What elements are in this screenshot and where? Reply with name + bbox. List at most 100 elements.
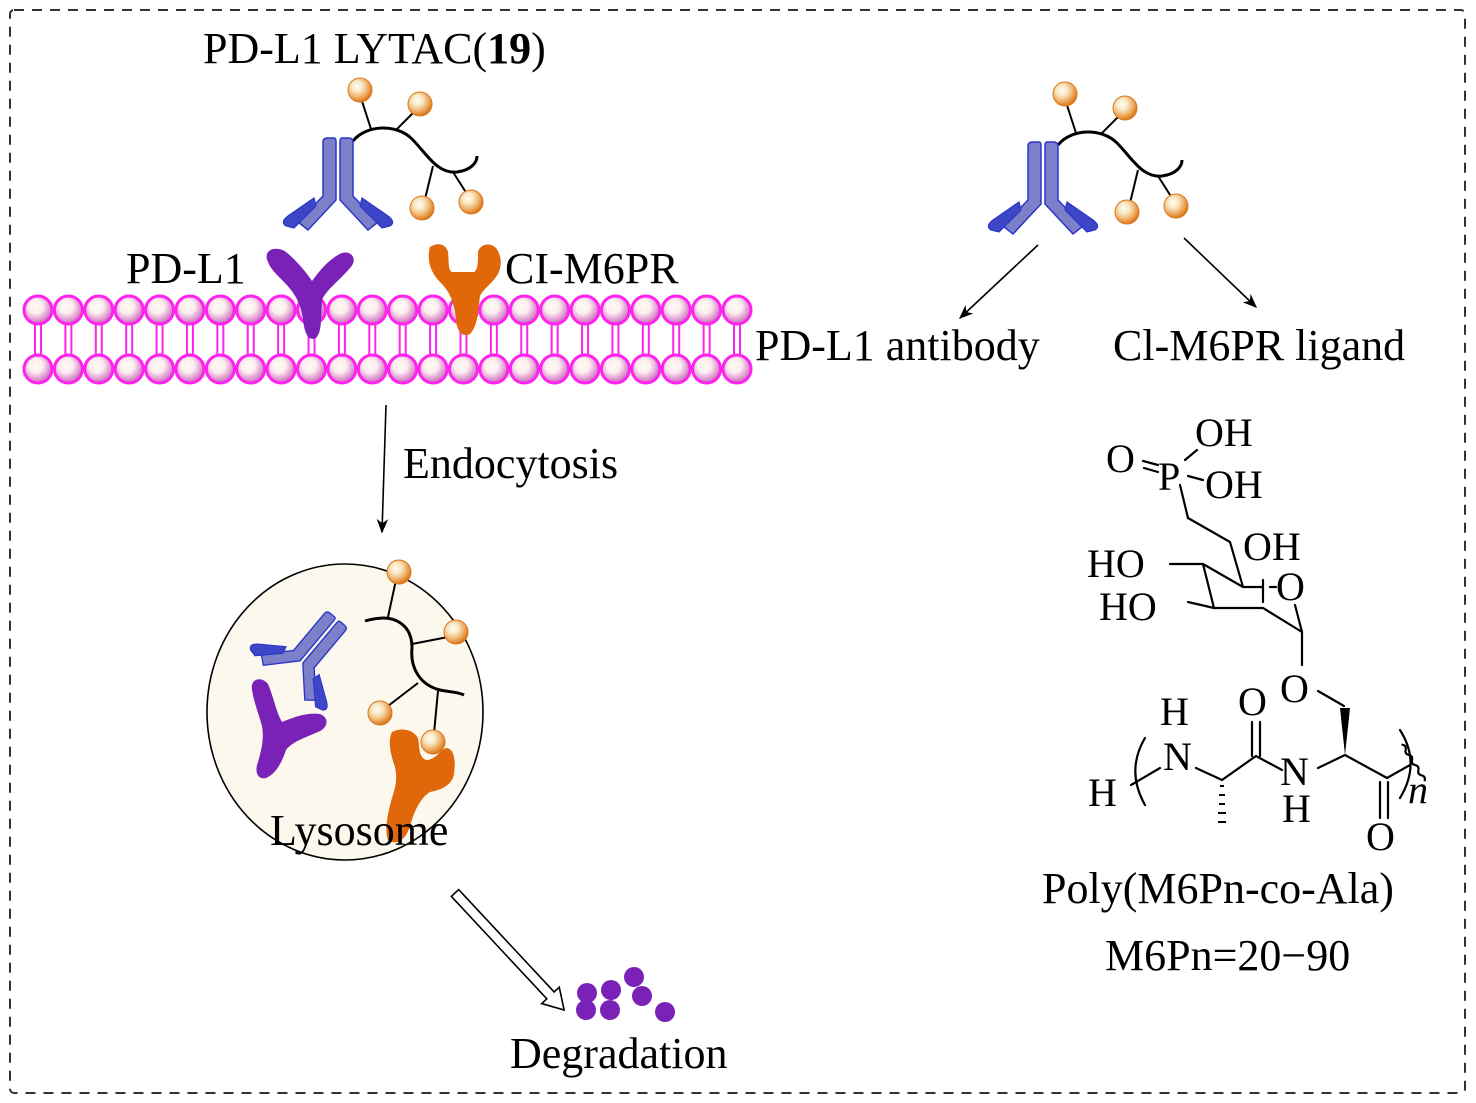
antibody xyxy=(987,141,1099,236)
lipid-head-outer xyxy=(265,294,297,326)
cim6pr-label: CI-M6PR xyxy=(505,244,679,293)
lipid-head-inner xyxy=(417,353,449,385)
lipid-head-outer xyxy=(478,294,510,326)
m6p-ligand-sphere xyxy=(407,91,433,117)
lipid-head-inner xyxy=(356,353,388,385)
antibody-heavy-chain xyxy=(260,611,336,667)
lipid-head-outer xyxy=(630,294,662,326)
antibody-light-chain xyxy=(359,197,394,229)
lipid-head-outer xyxy=(356,294,388,326)
cell-membrane xyxy=(22,294,753,385)
lipid-head-inner xyxy=(599,353,631,385)
lipid-head-inner xyxy=(508,353,540,385)
lipid-head-inner xyxy=(539,353,571,385)
lipid-head-inner xyxy=(296,353,328,385)
lipid-head-inner xyxy=(204,353,236,385)
m6p-ligand-sphere xyxy=(386,559,412,585)
lipid-head-inner xyxy=(22,353,54,385)
lipid-head-outer xyxy=(508,294,540,326)
atom-n1: N xyxy=(1163,734,1192,779)
lipid-head-outer xyxy=(22,294,54,326)
antibody-heavy-chain xyxy=(1044,141,1085,236)
ligand-legend-label: Cl-M6PR ligand xyxy=(1113,321,1405,370)
antibody-legend-label: PD-L1 antibody xyxy=(755,321,1040,370)
degradation-arrow xyxy=(450,888,566,1012)
m6p-ligand-sphere xyxy=(347,77,373,103)
atom-o-double: O xyxy=(1106,436,1135,481)
lipid-head-outer xyxy=(569,294,601,326)
atom-p: P xyxy=(1158,454,1180,499)
lipid-head-outer xyxy=(691,294,723,326)
m6p-ligand-sphere xyxy=(367,700,393,726)
antibody xyxy=(249,611,347,711)
cim6pr-receptor xyxy=(428,244,501,336)
lipid-head-outer xyxy=(52,294,84,326)
branch xyxy=(411,636,449,645)
lipid-head-inner xyxy=(174,353,206,385)
lipid-head-outer xyxy=(144,294,176,326)
antibody-heavy-chain xyxy=(339,137,380,232)
atom-o-glyco: O xyxy=(1280,666,1309,711)
atom-n2: N xyxy=(1280,749,1309,794)
branch xyxy=(1129,169,1139,204)
m6p-ligand-sphere xyxy=(1163,193,1189,219)
legend-lytac-conjugate xyxy=(987,81,1189,236)
atom-oh-1: OH xyxy=(1195,410,1253,455)
degradation-fragment xyxy=(601,980,621,1000)
m6p-ligand-sphere xyxy=(443,619,469,645)
lipid-head-inner xyxy=(387,353,419,385)
lytac-conjugate xyxy=(282,77,484,232)
branch xyxy=(387,682,419,707)
lipid-head-inner xyxy=(630,353,662,385)
lytac-title: PD-L1 LYTAC(19) xyxy=(203,24,546,73)
degradation-fragment xyxy=(624,967,644,987)
degradation-fragment xyxy=(600,1000,620,1020)
antibody-light-chain xyxy=(312,673,328,711)
lytac-molecule xyxy=(987,81,1189,236)
branch xyxy=(1157,175,1173,199)
branch xyxy=(452,171,468,195)
atom-h-terminal: H xyxy=(1088,770,1117,815)
pdl1-degraded xyxy=(251,679,327,779)
wavy-bond xyxy=(1401,743,1426,782)
m6p-ligand-sphere xyxy=(1052,81,1078,107)
antibody-heavy-chain xyxy=(1001,141,1042,236)
chemical-structure: O P OH OH HO HO OH O O O H N H xyxy=(1042,410,1428,980)
lipid-head-inner xyxy=(569,353,601,385)
degradation-fragments xyxy=(576,967,675,1022)
endocytosis-arrow xyxy=(376,404,389,534)
atom-oh-ring: OH xyxy=(1243,524,1301,569)
atom-oh-2: OH xyxy=(1205,462,1263,507)
degradation-fragment xyxy=(577,983,597,1003)
degradation-fragment xyxy=(655,1002,675,1022)
polymer-backbone xyxy=(364,616,465,697)
antibody xyxy=(282,137,394,232)
lipid-head-inner xyxy=(660,353,692,385)
atom-ho-2: HO xyxy=(1099,584,1157,629)
lytac-molecule xyxy=(282,77,484,232)
lipid-head-outer xyxy=(235,294,267,326)
m6p-ligand-sphere xyxy=(458,189,484,215)
lipid-head-inner xyxy=(113,353,145,385)
polymer-name: Poly(M6Pn-co-Ala) xyxy=(1042,864,1394,913)
branch xyxy=(433,690,439,734)
lipid-head-inner xyxy=(447,353,479,385)
lipid-head-outer xyxy=(83,294,115,326)
lipid-head-inner xyxy=(265,353,297,385)
m6p-ligand-sphere xyxy=(409,195,435,221)
lipid-head-outer xyxy=(417,294,449,326)
dashed-border xyxy=(9,9,1466,1094)
lipid-head-inner xyxy=(478,353,510,385)
atom-n-subscript: n xyxy=(1408,767,1428,812)
lipid-head-inner xyxy=(83,353,115,385)
m6p-ligand-sphere xyxy=(1114,199,1140,225)
endocytosis-label: Endocytosis xyxy=(403,439,618,488)
lysosome-contents xyxy=(249,559,469,843)
lipid-head-inner xyxy=(144,353,176,385)
branch xyxy=(424,165,434,200)
degradation-fragment xyxy=(632,986,652,1006)
pdl1-receptor xyxy=(266,248,354,339)
atom-ho-1: HO xyxy=(1087,541,1145,586)
antibody-heavy-chain xyxy=(296,137,337,232)
